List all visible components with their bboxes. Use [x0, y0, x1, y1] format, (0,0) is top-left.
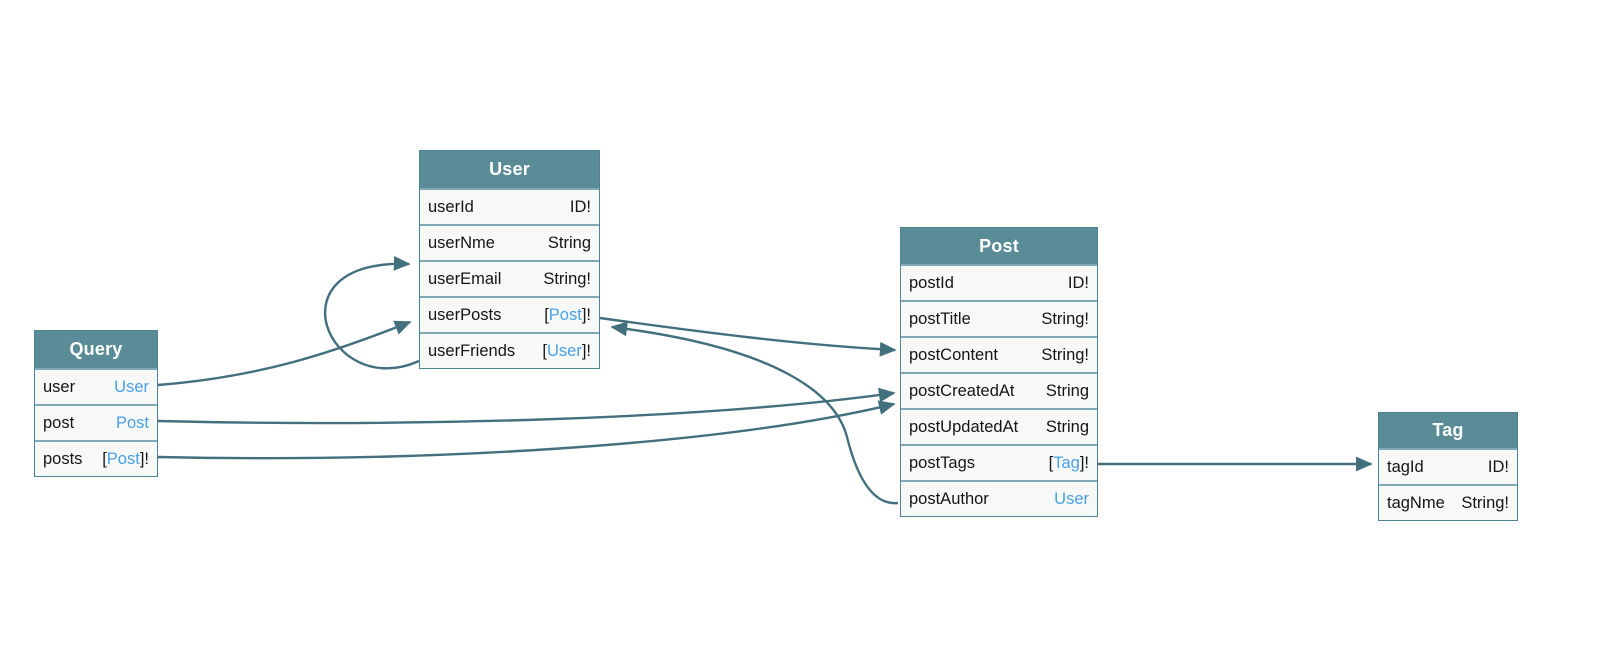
edge-query-posts-to-post	[157, 400, 896, 460]
field-type: String	[1046, 418, 1089, 437]
field-name: user	[43, 377, 76, 396]
field-row-postCreatedAt[interactable]: postCreatedAt String	[901, 372, 1097, 408]
field-row-userPosts[interactable]: userPosts [Post]!	[420, 296, 599, 332]
type-link-user[interactable]: User	[114, 377, 149, 396]
field-name: postContent	[909, 345, 998, 364]
type-node-tag[interactable]: Tag tagId ID! tagNme String!	[1378, 412, 1518, 521]
type-text: [	[542, 341, 547, 360]
edge-user-friends-self-loop	[324, 255, 420, 370]
type-text: String!	[1461, 493, 1509, 512]
type-text: ID!	[1487, 457, 1509, 476]
field-type: [Tag]!	[1049, 454, 1089, 473]
edge-query-user-to-user	[157, 320, 412, 387]
type-link-user[interactable]: User	[1054, 489, 1089, 508]
field-name: tagNme	[1387, 493, 1445, 512]
field-name: postCreatedAt	[909, 381, 1015, 400]
type-text: ]!	[139, 449, 149, 468]
field-name: postTags	[909, 453, 976, 472]
field-type: String!	[1041, 310, 1089, 329]
field-type: ID!	[1488, 458, 1509, 477]
type-text: [	[102, 449, 107, 468]
field-name: postAuthor	[909, 489, 989, 508]
type-text: ]!	[581, 341, 591, 360]
field-type: String	[1046, 382, 1089, 401]
field-type: [Post]!	[102, 450, 149, 469]
type-title-query[interactable]: Query	[35, 331, 157, 368]
field-name: postTitle	[909, 309, 971, 328]
type-text: String!	[1041, 345, 1089, 364]
type-link-post[interactable]: Post	[115, 413, 149, 432]
field-name: post	[43, 413, 75, 432]
field-name: userPosts	[428, 305, 502, 324]
field-type: [Post]!	[544, 306, 591, 325]
field-row-user[interactable]: user User	[35, 368, 157, 404]
field-type: String!	[1041, 346, 1089, 365]
field-row-postContent[interactable]: postContent String!	[901, 336, 1097, 372]
field-name: userId	[428, 197, 474, 216]
type-title-post[interactable]: Post	[901, 228, 1097, 264]
type-text: String	[1045, 417, 1089, 436]
field-type: User	[114, 378, 149, 397]
type-title-tag[interactable]: Tag	[1379, 413, 1517, 448]
edge-query-post-to-post	[157, 387, 896, 425]
type-link-post[interactable]: Post	[106, 449, 140, 468]
field-type: String!	[1461, 494, 1509, 513]
field-row-post[interactable]: post Post	[35, 404, 157, 440]
field-row-postTags[interactable]: postTags [Tag]!	[901, 444, 1097, 480]
field-row-tagNme[interactable]: tagNme String!	[1379, 484, 1517, 520]
field-type: User	[1054, 490, 1089, 509]
field-type: [User]!	[542, 342, 591, 361]
field-name: postId	[909, 273, 954, 292]
field-row-postUpdatedAt[interactable]: postUpdatedAt String	[901, 408, 1097, 444]
type-text: String	[547, 233, 591, 252]
type-text: [	[544, 305, 549, 324]
type-text: [	[1048, 453, 1054, 472]
type-text: ]!	[1079, 453, 1089, 472]
field-row-posts[interactable]: posts [Post]!	[35, 440, 157, 476]
type-node-user[interactable]: User userId ID! userNme String userEmail Strin…	[419, 150, 600, 369]
type-text: String!	[543, 269, 591, 288]
field-type: Post	[116, 414, 149, 433]
field-name: userFriends	[428, 341, 516, 360]
edge-post-author-to-user	[610, 321, 899, 505]
type-link-post[interactable]: Post	[548, 305, 582, 324]
field-type: String!	[543, 270, 591, 289]
field-row-postAuthor[interactable]: postAuthor User	[901, 480, 1097, 516]
field-type: ID!	[1068, 274, 1089, 293]
type-text: String!	[1041, 309, 1089, 328]
type-title-user[interactable]: User	[420, 151, 599, 188]
field-name: tagId	[1387, 457, 1424, 476]
field-row-userFriends[interactable]: userFriends [User]!	[420, 332, 599, 368]
field-name: userNme	[428, 233, 495, 252]
field-row-postId[interactable]: postId ID!	[901, 264, 1097, 300]
field-row-userEmail[interactable]: userEmail String!	[420, 260, 599, 296]
field-type: ID!	[570, 198, 591, 217]
type-text: ID!	[569, 197, 591, 216]
field-row-userNme[interactable]: userNme String	[420, 224, 599, 260]
type-text: ]!	[581, 305, 591, 324]
edge-user-posts-to-post	[599, 316, 897, 357]
field-type: String	[548, 234, 591, 253]
type-text: ID!	[1067, 273, 1089, 292]
field-row-userId[interactable]: userId ID!	[420, 188, 599, 224]
field-name: posts	[43, 449, 83, 468]
type-text: String	[1045, 381, 1089, 400]
field-row-tagId[interactable]: tagId ID!	[1379, 448, 1517, 484]
field-row-postTitle[interactable]: postTitle String!	[901, 300, 1097, 336]
type-link-user[interactable]: User	[546, 341, 582, 360]
type-link-tag[interactable]: Tag	[1053, 453, 1080, 472]
field-name: userEmail	[428, 269, 502, 288]
field-name: postUpdatedAt	[909, 417, 1019, 436]
